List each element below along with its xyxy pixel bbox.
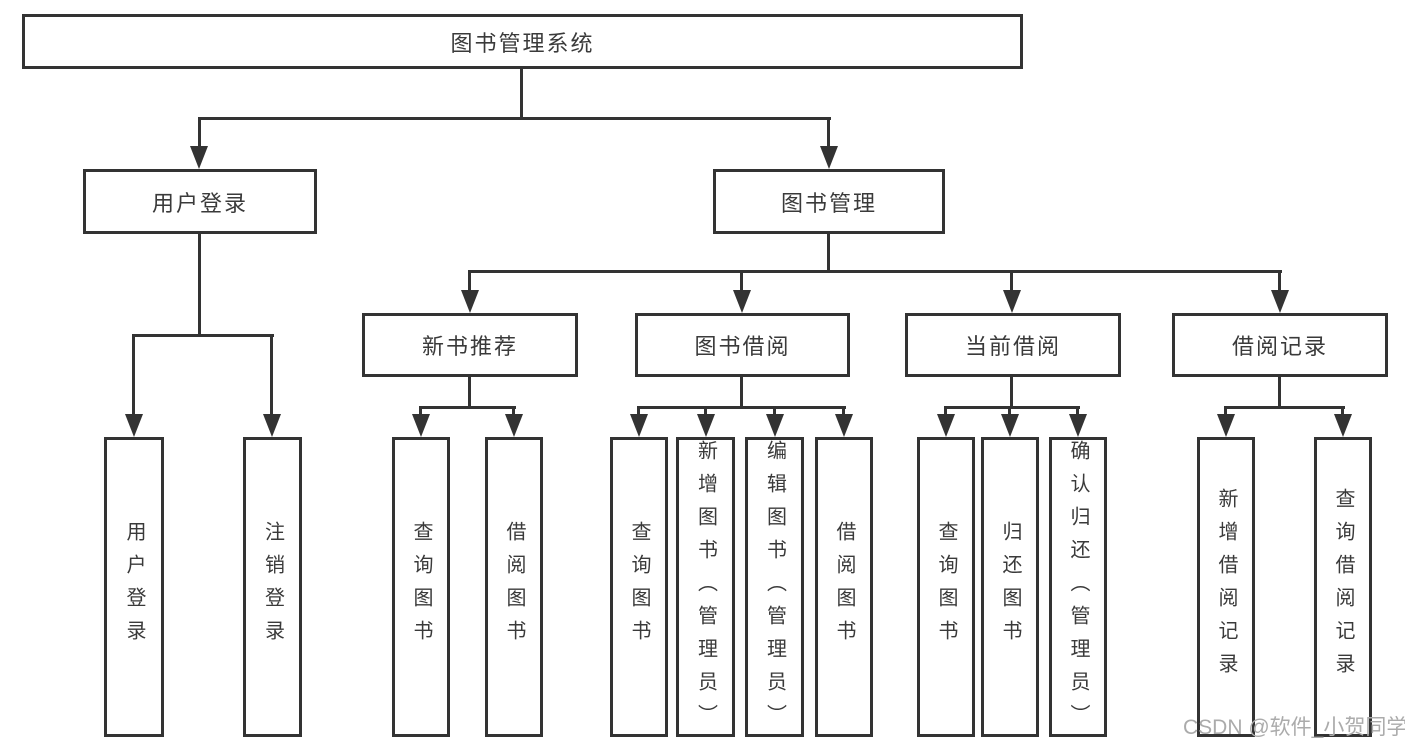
csdn-watermark: CSDN @软件_小贺同学 — [1183, 716, 1405, 739]
leaf-label: 借阅图书 — [503, 521, 525, 653]
leaf-label: 新增借阅记录 — [1215, 488, 1237, 686]
node-leaf-user-login: 用户登录 — [104, 437, 164, 737]
arrowhead-down-icon — [820, 146, 838, 169]
node-leaf-borrow-books-rec: 借阅图书 — [485, 437, 543, 737]
node-leaf-logout: 注销登录 — [243, 437, 302, 737]
arrowhead-down-icon — [505, 414, 523, 437]
arrowhead-down-icon — [1069, 414, 1087, 437]
connector-line — [419, 406, 422, 418]
node-user-login: 用户登录 — [83, 169, 317, 234]
connector-line — [512, 406, 515, 418]
node-book-borrowing: 图书借阅 — [635, 313, 850, 377]
connector-line — [420, 406, 516, 409]
arrowhead-down-icon — [1001, 414, 1019, 437]
leaf-label: 查询借阅记录 — [1332, 488, 1354, 686]
arrowhead-down-icon — [263, 414, 281, 437]
leaf-label: 借阅图书 — [833, 521, 855, 653]
leaf-label: 查询图书 — [410, 521, 432, 653]
leaf-label: 用户登录 — [123, 521, 145, 653]
leaf-label: 查询图书 — [628, 521, 650, 653]
node-borrow-records: 借阅记录 — [1172, 313, 1388, 377]
connector-line — [198, 233, 201, 337]
node-leaf-query-borrow-record: 查询借阅记录 — [1314, 437, 1372, 737]
arrowhead-down-icon — [835, 414, 853, 437]
node-root: 图书管理系统 — [22, 14, 1023, 69]
connector-line — [1225, 406, 1345, 409]
connector-line — [198, 117, 201, 150]
connector-line — [944, 406, 947, 418]
node-current-borrowing: 当前借阅 — [905, 313, 1121, 377]
arrowhead-down-icon — [630, 414, 648, 437]
connector-line — [827, 117, 830, 150]
leaf-label: 查询图书 — [935, 521, 957, 653]
node-leaf-query-books-borrow: 查询图书 — [610, 437, 668, 737]
connector-line — [1008, 406, 1011, 418]
arrowhead-down-icon — [461, 290, 479, 313]
connector-line — [1278, 376, 1281, 409]
leaf-label: 注销登录 — [261, 521, 284, 653]
node-leaf-add-borrow-record: 新增借阅记录 — [1197, 437, 1255, 737]
connector-line — [1224, 406, 1227, 418]
connector-line — [740, 377, 743, 409]
connector-line — [132, 334, 135, 418]
connector-line — [469, 270, 1282, 273]
leaf-label: 新增图书（管理员） — [694, 440, 717, 737]
connector-line — [637, 406, 640, 418]
arrowhead-down-icon — [412, 414, 430, 437]
node-leaf-confirm-return-admin: 确认归还（管理员） — [1049, 437, 1107, 737]
connector-line — [638, 406, 846, 409]
arrowhead-down-icon — [1271, 290, 1289, 313]
connector-line — [468, 270, 471, 294]
connector-line — [1278, 270, 1281, 294]
connector-line — [704, 406, 707, 418]
arrowhead-down-icon — [1334, 414, 1352, 437]
node-leaf-return-books: 归还图书 — [981, 437, 1039, 737]
connector-line — [773, 406, 776, 418]
connector-line — [827, 234, 830, 273]
node-book-management: 图书管理 — [713, 169, 945, 234]
connector-line — [740, 270, 743, 294]
arrowhead-down-icon — [766, 414, 784, 437]
arrowhead-down-icon — [1003, 290, 1021, 313]
connector-line — [520, 68, 523, 119]
connector-line — [468, 376, 471, 409]
arrowhead-down-icon — [190, 146, 208, 169]
connector-line — [1010, 376, 1013, 409]
connector-line — [1341, 406, 1344, 418]
arrowhead-down-icon — [733, 290, 751, 313]
arrowhead-down-icon — [937, 414, 955, 437]
connector-line — [133, 334, 274, 337]
connector-line — [842, 406, 845, 418]
node-leaf-query-books-rec: 查询图书 — [392, 437, 450, 737]
connector-line — [270, 334, 273, 418]
leaf-label: 编辑图书（管理员） — [763, 440, 786, 737]
connector-line — [945, 406, 1080, 409]
node-leaf-edit-books-admin: 编辑图书（管理员） — [745, 437, 804, 737]
node-leaf-add-books-admin: 新增图书（管理员） — [676, 437, 735, 737]
node-leaf-query-books-current: 查询图书 — [917, 437, 975, 737]
connector-line — [1010, 270, 1013, 294]
connector-line — [1076, 406, 1079, 418]
arrowhead-down-icon — [125, 414, 143, 437]
leaf-label: 归还图书 — [999, 521, 1021, 653]
connector-line — [198, 117, 831, 120]
node-leaf-borrow-books: 借阅图书 — [815, 437, 873, 737]
arrowhead-down-icon — [1217, 414, 1235, 437]
leaf-label: 确认归还（管理员） — [1067, 440, 1089, 737]
node-new-book-recommend: 新书推荐 — [362, 313, 578, 377]
arrowhead-down-icon — [697, 414, 715, 437]
